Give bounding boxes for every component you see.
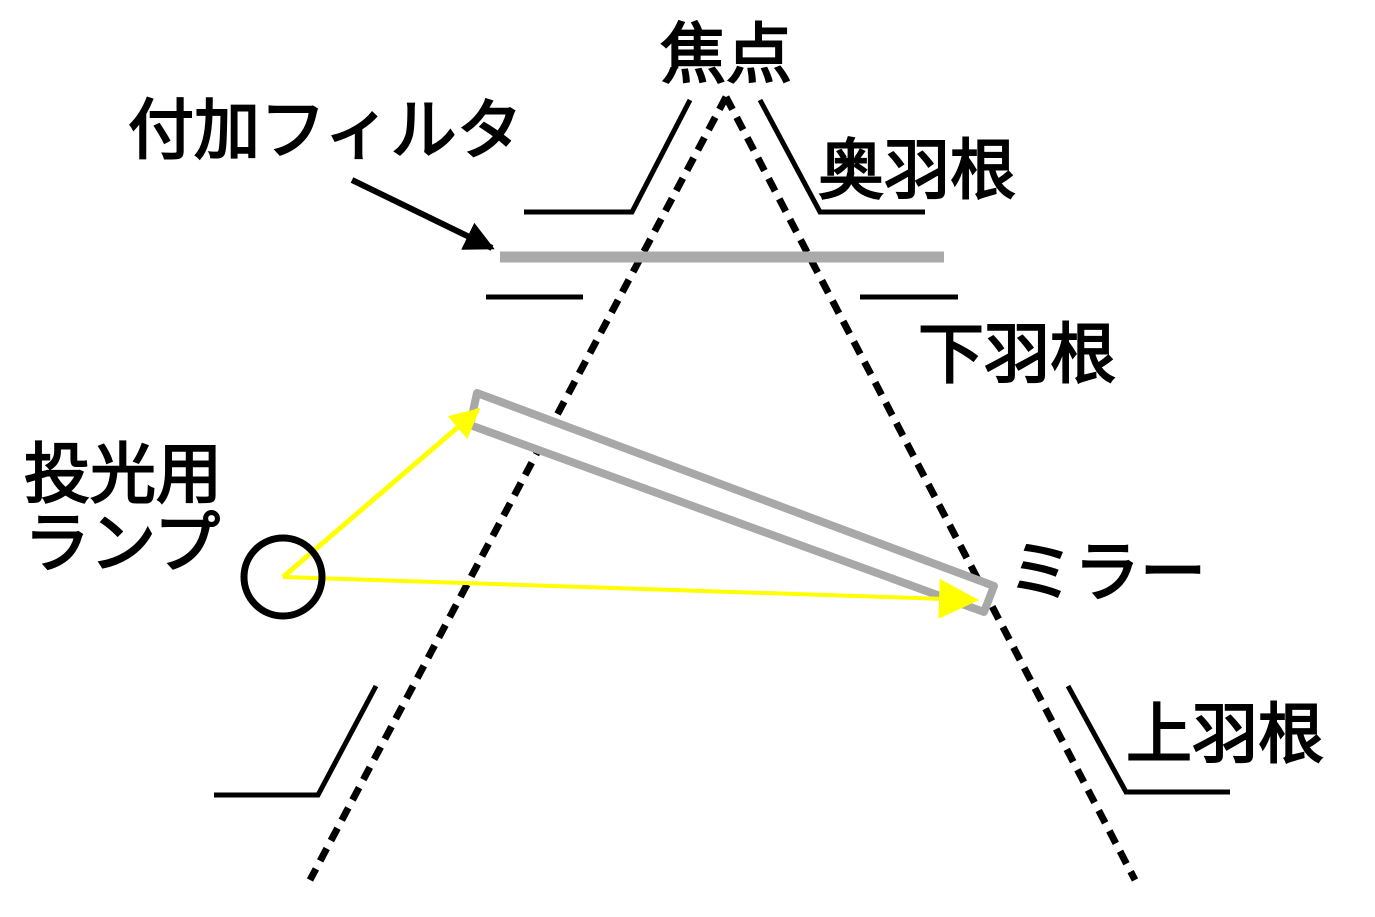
light-ray-to-mirror-top — [281, 408, 481, 579]
label-upper-blade: 上羽根 — [1126, 696, 1324, 773]
label-added-filter: 付加フィルタ — [128, 92, 523, 169]
upper-blade-right — [1065, 684, 1230, 795]
label-mirror: ミラー — [1008, 534, 1206, 611]
back-blade-right — [757, 98, 925, 215]
label-lower-blade: 下羽根 — [918, 316, 1116, 393]
label-lamp-line1: 投光用 — [24, 436, 222, 513]
label-projection-lamp: 投光用 ランプ — [24, 440, 222, 579]
beam-edge-left — [306, 95, 730, 882]
back-blade-left — [524, 98, 693, 215]
mirror — [466, 389, 998, 616]
label-lamp-line2: ランプ — [24, 505, 221, 583]
filter-pointer-arrow — [350, 177, 495, 251]
beam-edge-right — [722, 95, 1139, 882]
label-back-blade: 奥羽根 — [818, 132, 1016, 209]
upper-blade-left — [214, 684, 379, 798]
light-ray-to-mirror-bottom — [282, 575, 979, 619]
label-focal-point: 焦点 — [660, 16, 792, 93]
projection-lamp-icon — [240, 534, 326, 620]
